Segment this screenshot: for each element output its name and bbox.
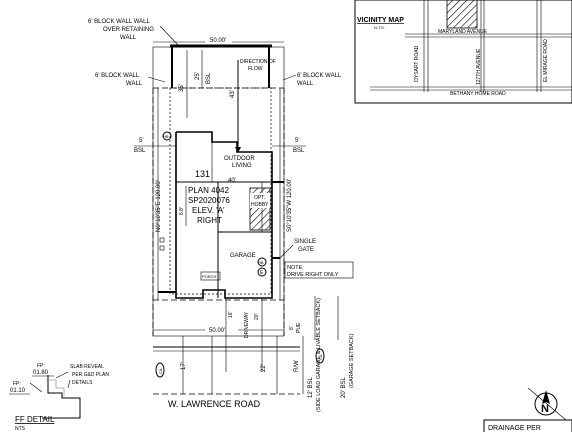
note-title: NOTE:	[287, 265, 304, 271]
label-el-mirage-road: EL MIRAGE ROAD	[543, 39, 549, 82]
vicinity-title: VICINITY MAP	[357, 17, 404, 24]
dim-top-width: 50.00'	[210, 38, 226, 44]
driveway-label: DRIVEWAY	[244, 311, 250, 338]
note-text: DRIVE RIGHT ONLY	[287, 272, 339, 278]
label-oysart-road: OYSART ROAD	[414, 45, 420, 82]
plan-elev: ELEV. 'A'	[192, 206, 225, 215]
wall-right-line1: 6' BLOCK WALL	[297, 73, 342, 79]
porch-box	[200, 271, 221, 281]
ff-fp2: FP:	[13, 381, 21, 387]
hose-bib-marker-top	[162, 131, 172, 141]
ff-fp2-value: 01.10	[10, 388, 26, 394]
dim-bsl-top: BSL	[206, 72, 212, 84]
hose-bib-marker-bottom	[257, 257, 267, 267]
dim-16: 16'	[228, 311, 234, 318]
wall-left-line2: WALL	[126, 81, 143, 87]
drainage-box: DRAINAGE PER	[483, 419, 572, 432]
gate-line1: SINGLE	[294, 239, 316, 245]
ff-slab-line2: PER G&D PLAN	[72, 372, 109, 378]
dim-22: 22'	[261, 364, 267, 372]
wall-callouts: 6' BLOCK WALL WALL OVER RETAINING WALL 6…	[88, 19, 342, 87]
wall-top-line1: 6' BLOCK WALL WALL	[88, 19, 150, 25]
cl-label-right: C/L	[318, 353, 323, 360]
vicinity-nts: N.T.S.	[374, 25, 385, 30]
north-arrow: N	[527, 387, 567, 421]
drainage-label: DRAINAGE PER	[488, 425, 541, 432]
dim-8: 8'	[289, 326, 295, 330]
dim-bsl-left: BSL	[134, 148, 146, 154]
plan-sp: SP2020076	[188, 196, 230, 205]
garage-label: GARAGE	[230, 253, 256, 259]
cl-marker-left	[155, 362, 165, 378]
dim-left-bearing: N0°10'35"E 120.00'	[156, 180, 162, 232]
ff-detail: FP: 01.80 FP: 01.10 SLAB REVEAL PER G&D …	[9, 363, 109, 432]
dim-5-left: 5'	[139, 138, 143, 144]
electrical-marker	[257, 267, 267, 277]
hb-label-top: HB	[163, 134, 169, 139]
ff-slab-line1: SLAB REVEAL	[70, 364, 104, 370]
plan-number: PLAN 4042	[188, 186, 229, 195]
e-label: E	[260, 270, 264, 276]
ff-fp1-value: 01.80	[33, 370, 49, 376]
ff-nts: NTS	[15, 426, 26, 432]
opt-label: OPT.	[254, 195, 265, 201]
ff-slab-line3: DETAILS	[72, 380, 93, 386]
outdoor-line1: OUTDOOR	[224, 156, 255, 162]
dim-right-bearing: S0°10'35"W 120.00'	[287, 179, 293, 232]
dim-20-bsl-note: (GARAGE SETBACK)	[349, 333, 355, 388]
flow-line1: DIRECTION OF	[240, 59, 276, 65]
lot-number: 131	[195, 169, 210, 179]
dim-rw: R/W	[294, 360, 300, 372]
ff-title: FF DETAIL	[15, 415, 55, 424]
north-label: N	[541, 403, 549, 415]
note-box	[284, 261, 354, 279]
gate-line2: GATE	[298, 247, 314, 253]
road: C/L C/L 17' 22' R/W 12' BSL (SIDE LOAD G…	[153, 296, 355, 412]
ff-fp1: FP:	[37, 363, 45, 369]
dim-bottom-width: 50.00'	[209, 328, 225, 334]
dim-43: 43'	[230, 90, 236, 98]
dim-25: 25'	[195, 72, 201, 80]
dim-12-bsl: 12' BSL	[308, 377, 314, 398]
vicinity-map: VICINITY MAP N.T.S. MARYLAND AVENUE BETH…	[354, 0, 572, 104]
wall-left-line1: 6' BLOCK WALL	[95, 73, 140, 79]
label-bethany-home-road: BETHANY HOME ROAD	[450, 91, 506, 97]
cl-marker-right	[315, 348, 325, 364]
dim-12-bsl-note: (SIDE LOAD GARAGE & LIVABLE SETBACK)	[316, 298, 322, 412]
porch-label: PORCH	[202, 274, 217, 279]
hobby-label: HOBBY	[251, 202, 269, 208]
dim-6-8: 6.8'	[179, 207, 185, 215]
dim-35: 35'	[179, 84, 185, 92]
lot: 50.00' 35' 25' BSL 43' DIRECTION OF FLOW…	[134, 38, 354, 372]
label-127th-avenue: 127TH AVENUE	[476, 48, 482, 85]
hb-label-bottom: HB	[258, 260, 264, 265]
wall-right-line2: WALL	[297, 81, 314, 87]
dim-20: 20'	[254, 313, 260, 320]
label-maryland-avenue: MARYLAND AVENUE	[438, 29, 488, 35]
cl-label-left: C/L	[158, 367, 163, 374]
outdoor-line2: LIVING	[232, 163, 252, 169]
flow-line2: FLOW	[248, 66, 263, 72]
dim-17: 17'	[181, 362, 187, 370]
dim-pue: PUE	[296, 322, 302, 333]
dim-5-right: 5'	[295, 138, 299, 144]
site-location-hatch	[446, 0, 478, 29]
dim-40: 40'	[228, 178, 236, 184]
road-name: W. LAWRENCE ROAD	[168, 399, 261, 409]
setback-box	[169, 87, 272, 295]
dim-20-bsl: 20' BSL	[341, 377, 347, 398]
wall-top-line3: WALL	[120, 35, 137, 41]
dim-bsl-right: BSL	[293, 148, 305, 154]
plan-right: RIGHT	[197, 216, 222, 225]
wall-top-line2: OVER RETAINING	[103, 27, 154, 33]
